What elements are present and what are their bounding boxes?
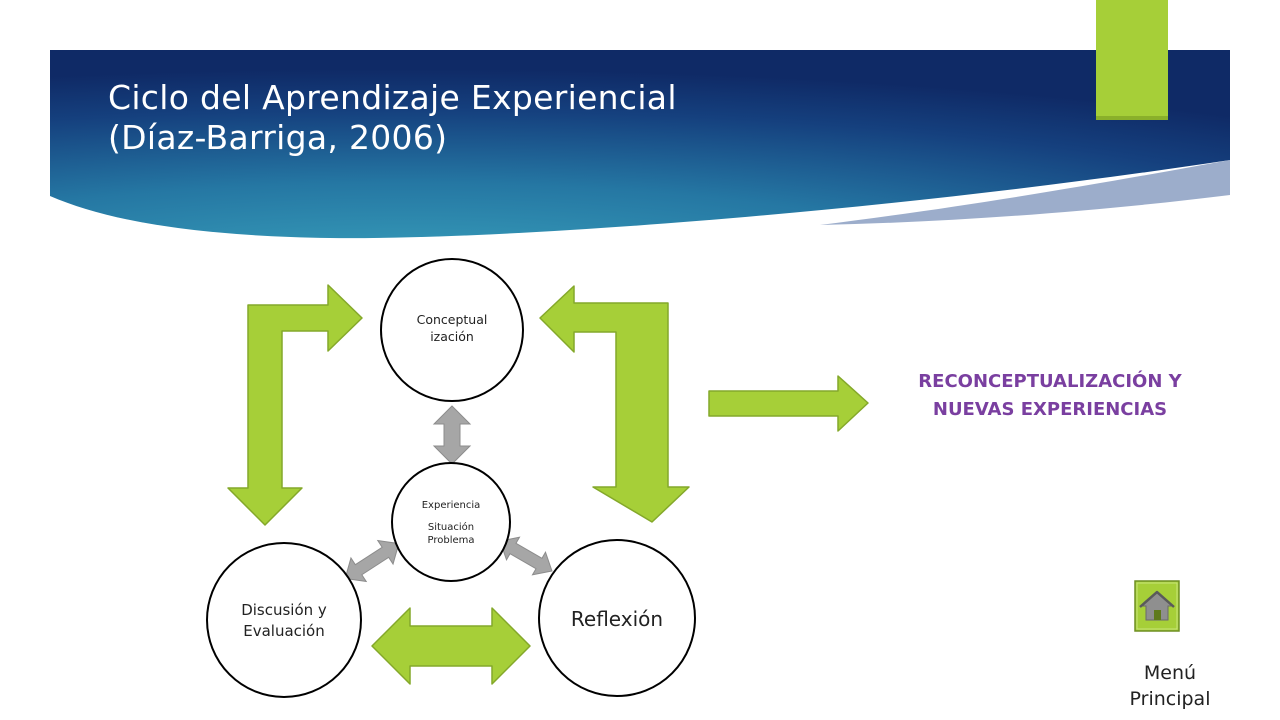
gray-double-arrow-vertical xyxy=(432,405,472,465)
node-experiencia-line3: Problema xyxy=(427,535,474,546)
green-double-arrow-bottom xyxy=(371,607,531,685)
result-label-line2: NUEVAS EXPERIENCIAS xyxy=(932,399,1168,420)
node-experiencia-line1: Experiencia xyxy=(422,500,481,511)
title-banner xyxy=(50,0,1230,239)
home-button[interactable] xyxy=(1134,580,1180,632)
home-icon xyxy=(1134,580,1180,632)
node-conceptualizacion-line1: Conceptual xyxy=(417,312,488,327)
node-reflexion: Reflexión xyxy=(538,539,696,697)
home-label-line1: Menú xyxy=(1143,662,1197,684)
node-experiencia: Experiencia Situación Problema xyxy=(391,462,511,582)
node-conceptualizacion-line2: ización xyxy=(430,329,474,344)
green-elbow-arrow-right xyxy=(539,285,690,523)
gray-double-arrow-right xyxy=(499,536,553,576)
home-label-line2: Principal xyxy=(1129,688,1211,710)
green-elbow-arrow-left xyxy=(227,284,363,526)
green-arrow-to-result xyxy=(708,375,869,432)
node-experiencia-line2: Situación xyxy=(428,521,474,533)
node-reflexion-label: Reflexión xyxy=(571,607,663,631)
node-discusion-line1: Discusión y xyxy=(241,601,327,619)
node-discusion: Discusión y Evaluación xyxy=(206,542,362,698)
result-label-line1: RECONCEPTUALIZACIÓN Y xyxy=(918,371,1182,392)
slide-title-line1: Ciclo del Aprendizaje Experiencial xyxy=(108,78,677,117)
slide-title: Ciclo del Aprendizaje Experiencial (Díaz… xyxy=(108,78,677,158)
node-conceptualizacion: Conceptual ización xyxy=(380,258,524,402)
node-discusion-line2: Evaluación xyxy=(243,622,325,640)
slide-title-line2: (Díaz-Barriga, 2006) xyxy=(108,118,448,157)
result-label: RECONCEPTUALIZACIÓN Y NUEVAS EXPERIENCIA… xyxy=(880,368,1220,424)
home-label[interactable]: Menú Principal xyxy=(1128,660,1212,712)
